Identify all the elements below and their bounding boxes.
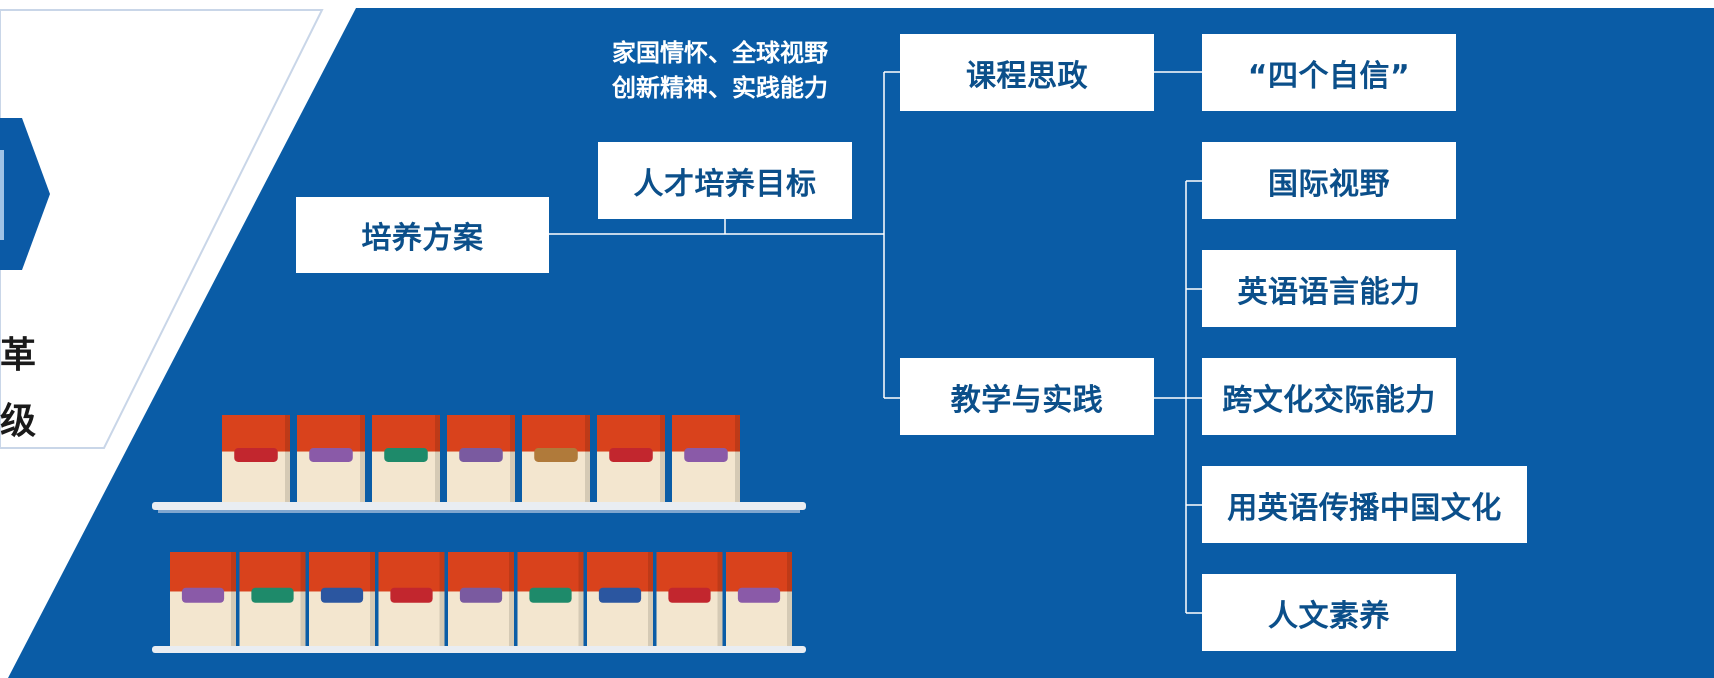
side-text-fragment-1: 革	[0, 335, 37, 376]
book-box-bottom-3	[309, 552, 375, 646]
book-box-top-1	[222, 415, 290, 502]
book-box-top-4	[447, 415, 515, 502]
branch-top-leaf-box: “四个自信”	[1202, 34, 1456, 111]
chevron-icon	[0, 118, 50, 270]
goal-caption-line-2: 创新精神、实践能力	[612, 74, 828, 102]
leaf-box-3: 跨文化交际能力	[1202, 358, 1456, 435]
book-box-bottom-9	[726, 552, 792, 646]
book-box-bottom-7	[587, 552, 653, 646]
book-box-top-5	[522, 415, 590, 502]
leaf-box-4: 用英语传播中国文化	[1202, 466, 1527, 543]
book-box-bottom-2	[239, 552, 306, 646]
branch-bottom-box: 教学与实践	[900, 358, 1154, 435]
shelf-top-shadow	[158, 510, 800, 513]
left-white-panel-outline	[0, 9, 324, 449]
side-text-fragment-2: 级	[0, 401, 37, 442]
goal-box: 人才培养目标	[598, 142, 852, 219]
book-box-top-6	[597, 415, 665, 502]
book-box-top-2	[297, 415, 365, 502]
root-box: 培养方案	[296, 197, 549, 273]
leaf-box-1: 国际视野	[1202, 142, 1456, 219]
book-box-bottom-4	[378, 552, 445, 646]
book-box-top-3	[372, 415, 440, 502]
leaf-box-2: 英语语言能力	[1202, 250, 1456, 327]
shelf-bottom	[152, 646, 806, 653]
shelf-top	[152, 502, 806, 510]
branch-top-box: 课程思政	[900, 34, 1154, 111]
book-box-bottom-6	[517, 552, 584, 646]
goal-caption: 家国情怀、全球视野 创新精神、实践能力	[584, 36, 856, 106]
chevron-text-stub	[0, 150, 4, 240]
book-box-top-7	[672, 415, 740, 502]
books-bottom-row	[170, 552, 792, 646]
book-box-bottom-1	[170, 552, 236, 646]
goal-caption-line-1: 家国情怀、全球视野	[612, 39, 828, 67]
books-top-row	[222, 415, 740, 502]
book-box-bottom-8	[656, 552, 723, 646]
book-box-bottom-5	[448, 552, 514, 646]
leaf-box-5: 人文素养	[1202, 574, 1456, 651]
